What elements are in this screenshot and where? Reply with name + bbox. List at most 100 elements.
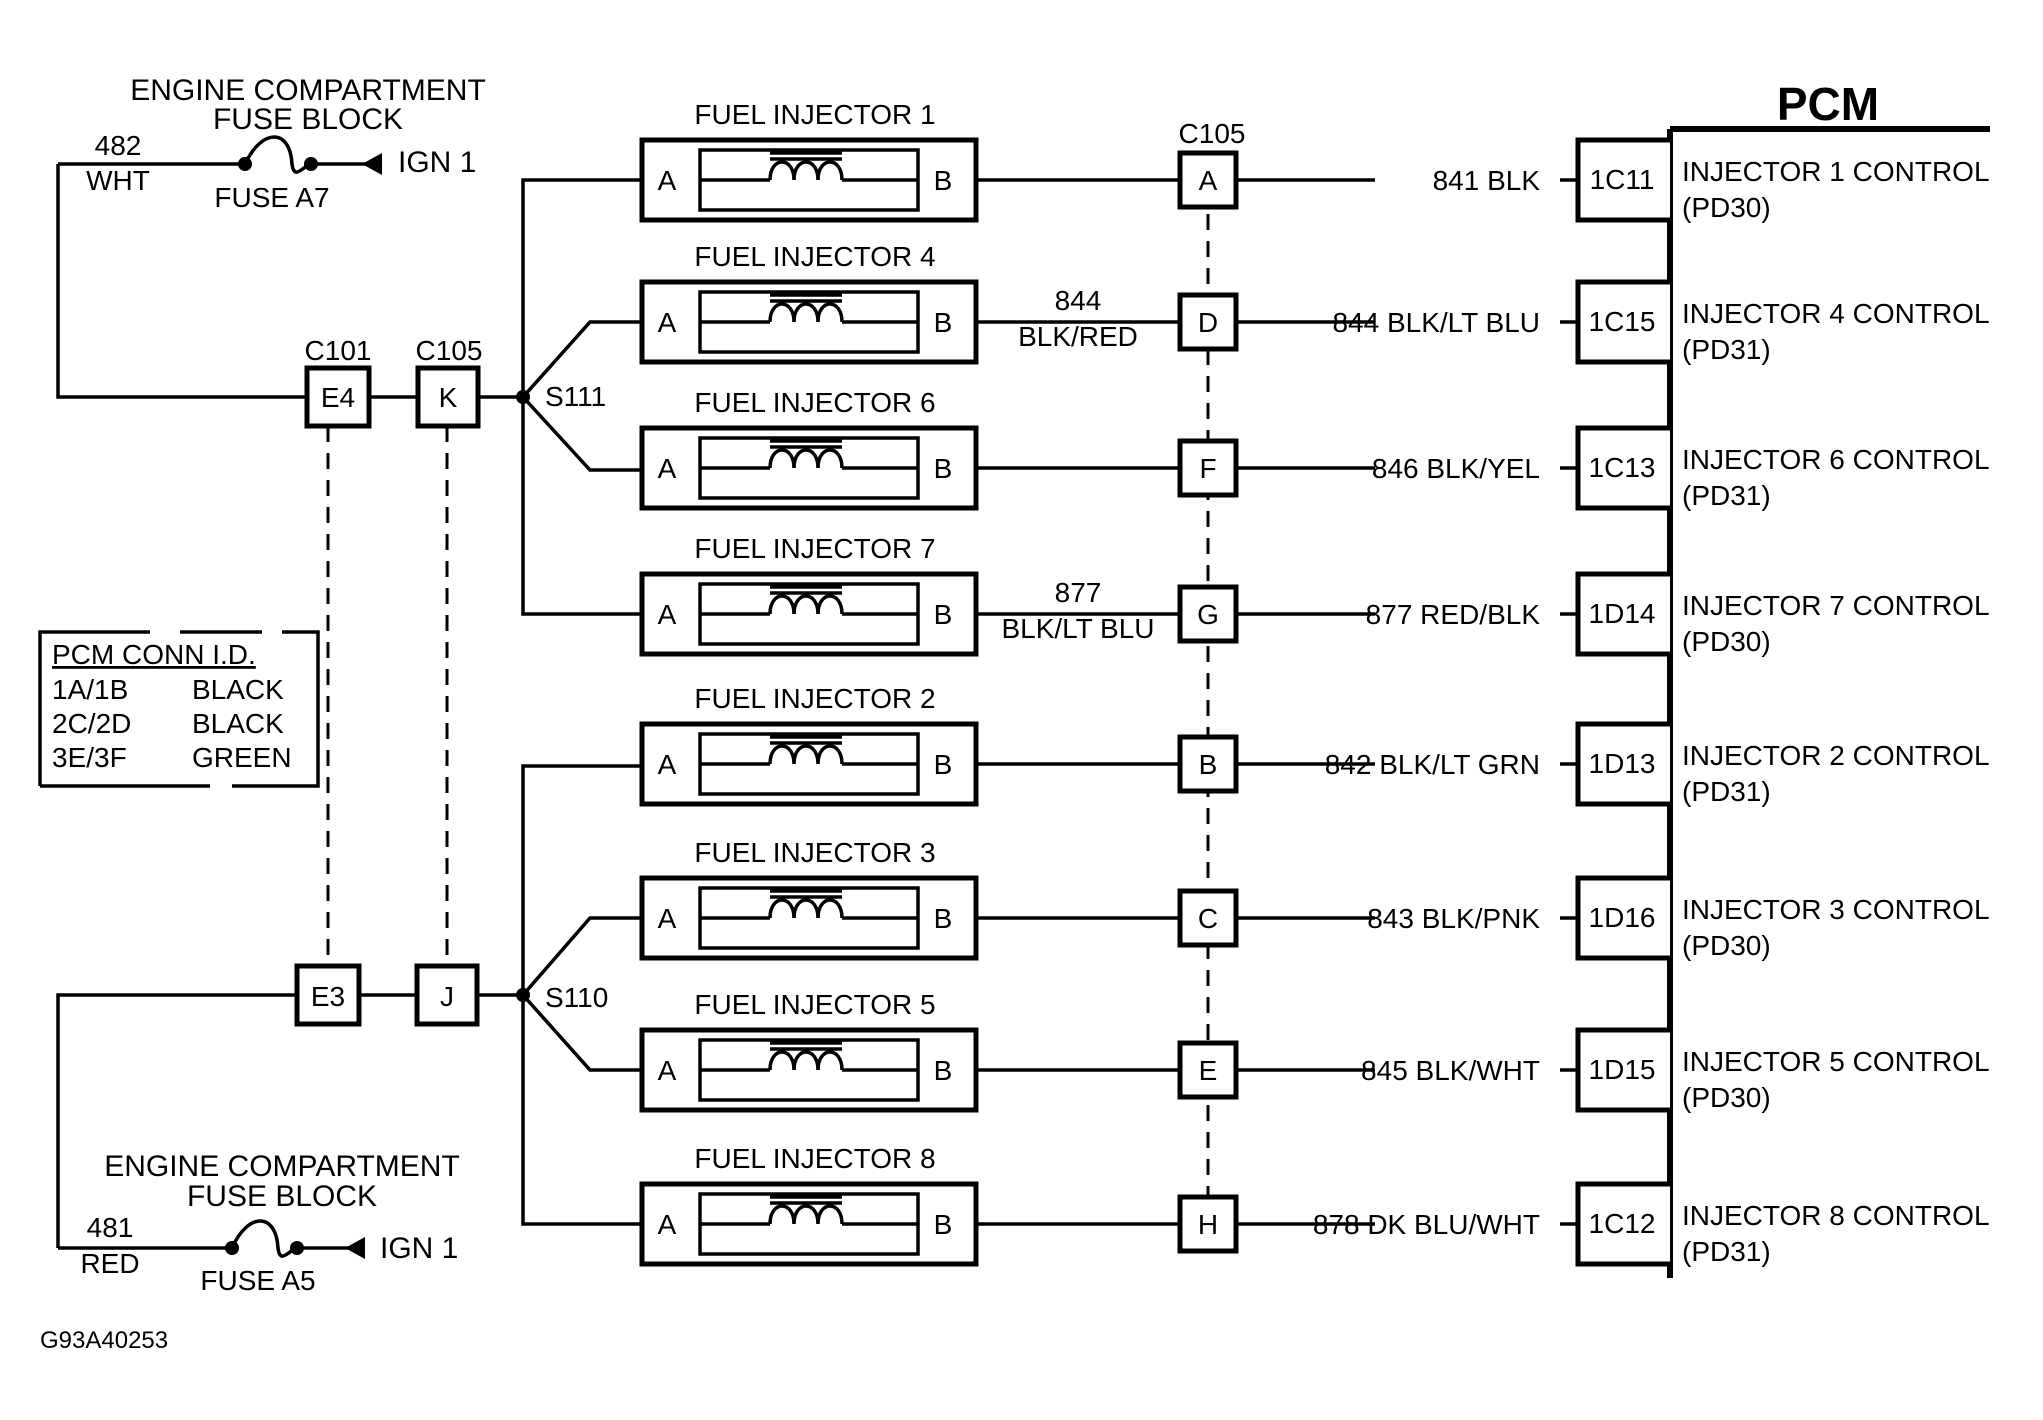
c105-pin-label: B (1199, 749, 1218, 780)
pcm-function-code: (PD30) (1682, 930, 1771, 961)
injector-pin-a: A (658, 599, 677, 630)
bottom-fuse-block-title-line1: ENGINE COMPARTMENT (104, 1150, 460, 1183)
injector-pin-b: B (934, 599, 953, 630)
c101-pin-e4-label: E4 (321, 382, 355, 413)
c105-right-label: C105 (1179, 118, 1246, 149)
bottom-fuse-block: ENGINE COMPARTMENT FUSE BLOCK 481 RED FU… (56, 993, 460, 1296)
splice-s111-label: S111 (545, 381, 606, 412)
pcm-function-code: (PD31) (1682, 480, 1771, 511)
injector-label: FUEL INJECTOR 2 (694, 683, 935, 714)
c101-label: C101 (305, 335, 372, 366)
pcm-pin-label: 1C11 (1590, 164, 1655, 195)
top-fuse-block-title-line2: FUSE BLOCK (213, 103, 403, 136)
pcm-wire-label: 842 BLK/LT GRN (1325, 749, 1540, 780)
top-fuse-block: ENGINE COMPARTMENT FUSE BLOCK 482 WHT FU… (56, 74, 486, 399)
pcm-function-code: (PD31) (1682, 334, 1771, 365)
top-fuse-wire-color: WHT (86, 165, 150, 196)
injector-row: FUEL INJECTOR 2 A B B 842 BLK/LT GRN 1D13 INJE… (639, 683, 1990, 807)
coil-icon (700, 735, 918, 766)
pcm-function-code: (PD31) (1682, 776, 1771, 807)
pcm-function-code: (PD30) (1682, 626, 1771, 657)
injector-label: FUEL INJECTOR 8 (694, 1143, 935, 1174)
injector-pin-a: A (658, 165, 677, 196)
c105-pin-label: E (1199, 1055, 1218, 1086)
legend-title: PCM CONN I.D. (52, 639, 256, 670)
arrow-left-icon (345, 1237, 365, 1259)
injector-label: FUEL INJECTOR 7 (694, 533, 935, 564)
c105-pin-j (414, 963, 480, 1027)
injector-pin-a: A (658, 307, 677, 338)
coil-icon (700, 1041, 918, 1072)
pcm-pin (1575, 425, 1670, 511)
injector-label: FUEL INJECTOR 3 (694, 837, 935, 868)
coil-icon (700, 439, 918, 470)
pcm-function-label: INJECTOR 7 CONTROL (1682, 590, 1990, 621)
pcm-pin (1575, 721, 1670, 807)
fuse-symbol-icon (243, 135, 311, 174)
coil-icon (700, 585, 918, 616)
c105-pin-label: A (1199, 165, 1218, 196)
legend-row-1-conn: 1A/1B (52, 674, 128, 705)
pcm-wire-label: 877 RED/BLK (1366, 599, 1541, 630)
c105-pin-label: D (1198, 307, 1218, 338)
bottom-feed-wire (56, 993, 297, 1248)
mid-circuit-color: BLK/RED (1018, 321, 1138, 352)
pcm-function-code: (PD31) (1682, 1236, 1771, 1267)
top-fuse-label: FUSE A7 (214, 182, 329, 213)
injector-pin-a: A (658, 1209, 677, 1240)
legend-row-2-conn: 2C/2D (52, 708, 131, 739)
c105-pin-label: F (1199, 453, 1216, 484)
coil-icon (700, 1195, 918, 1226)
pcm-wire-label: 843 BLK/PNK (1367, 903, 1540, 934)
pcm-function-label: INJECTOR 3 CONTROL (1682, 894, 1990, 925)
injector-pin-b: B (934, 1055, 953, 1086)
pcm-pin-label: 1D13 (1589, 748, 1656, 779)
pcm-pin (1575, 1181, 1670, 1267)
injector-pin-b: B (934, 165, 953, 196)
c105-pin-j-label: J (440, 981, 454, 1012)
coil-icon (700, 889, 918, 920)
pcm-function-code: (PD30) (1682, 1082, 1771, 1113)
pcm-pin-label: 1C12 (1589, 1208, 1656, 1239)
pcm-pin-label: 1C13 (1589, 452, 1656, 483)
arrow-left-icon (362, 153, 382, 175)
c105-pin (1177, 150, 1239, 210)
pcm-pin (1575, 875, 1670, 961)
bottom-fuse-block-title-line2: FUSE BLOCK (187, 1180, 377, 1213)
pcm-wire-label: 845 BLK/WHT (1361, 1055, 1540, 1086)
injector-pin-b: B (934, 749, 953, 780)
top-fuse-circuit-number: 482 (95, 130, 142, 161)
legend-row-2-color: BLACK (192, 708, 284, 739)
pcm-function-label: INJECTOR 8 CONTROL (1682, 1200, 1990, 1231)
pcm-function-label: INJECTOR 6 CONTROL (1682, 444, 1990, 475)
top-feed-wire (56, 164, 307, 399)
c105-pin (1177, 584, 1239, 644)
pcm-function-label: INJECTOR 1 CONTROL (1682, 156, 1990, 187)
bottom-fuse-wire-color: RED (80, 1248, 139, 1279)
pcm-function-code: (PD30) (1682, 192, 1771, 223)
mid-circuit-color: BLK/LT BLU (1001, 613, 1154, 644)
pcm-function-label: INJECTOR 2 CONTROL (1682, 740, 1990, 771)
pcm-pin-label: 1D15 (1589, 1054, 1656, 1085)
pcm-pin-label: 1D14 (1589, 598, 1656, 629)
injector-pin-a: A (658, 749, 677, 780)
pcm-wire-label: 844 BLK/LT BLU (1332, 307, 1540, 338)
pcm-pin (1575, 1027, 1670, 1113)
left-connectors: C101 C105 E4 K E3 J (294, 335, 523, 1027)
c105-pin-label: C (1198, 903, 1218, 934)
pcm-conn-id-legend: PCM CONN I.D. 1A/1B BLACK 2C/2D BLACK 3E… (38, 630, 320, 788)
injector-pin-a: A (658, 453, 677, 484)
c101-pin-e3-label: E3 (311, 981, 345, 1012)
injector-label: FUEL INJECTOR 1 (694, 99, 935, 130)
injector-pin-b: B (934, 307, 953, 338)
pcm-wire-label: 846 BLK/YEL (1372, 453, 1540, 484)
top-ign-label: IGN 1 (398, 146, 476, 179)
